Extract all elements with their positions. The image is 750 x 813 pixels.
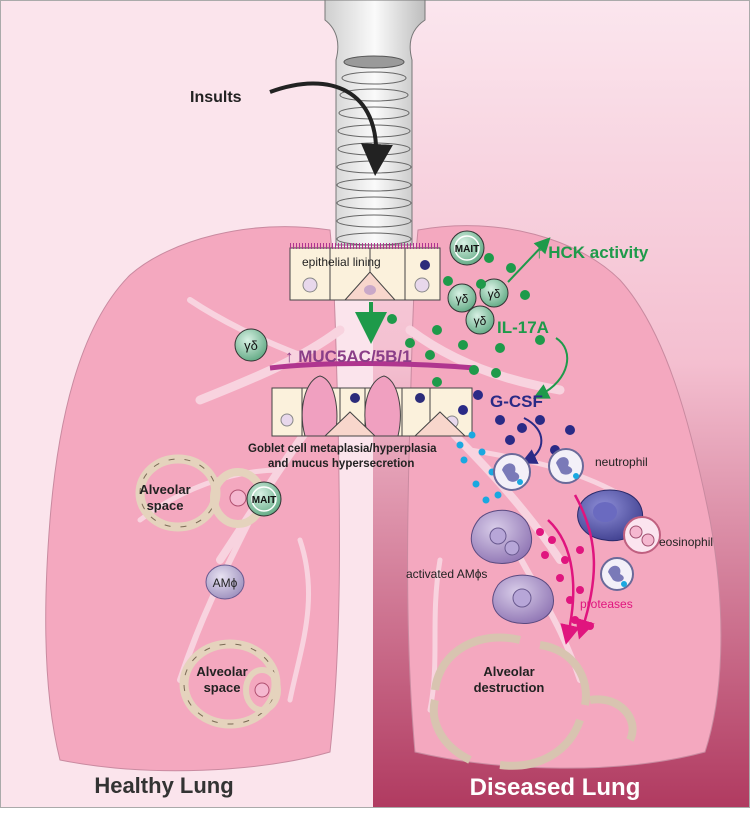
alveolar-space-b-label-1: Alveolar bbox=[196, 664, 247, 679]
proteases-label: proteases bbox=[580, 597, 633, 611]
gcsf-label: G-CSF bbox=[490, 392, 543, 411]
gamma-delta-cluster: γδ γδ γδ bbox=[447, 278, 509, 335]
neutrophil-label: neutrophil bbox=[595, 455, 648, 469]
diseased-lung-title: Diseased Lung bbox=[470, 774, 641, 801]
alveolar-space-a-label-2: space bbox=[147, 498, 184, 513]
mucus-layer bbox=[269, 361, 476, 371]
alveolar-macrophage: AMϕ bbox=[205, 564, 245, 600]
activated-macrophage-1 bbox=[470, 509, 533, 564]
svg-text:γδ: γδ bbox=[488, 287, 501, 301]
il17a-arrow bbox=[532, 337, 569, 399]
neutrophil-1 bbox=[493, 453, 531, 491]
eosinophil-label: eosinophil bbox=[659, 535, 713, 549]
goblet-label-line1: Goblet cell metaplasia/hyperplasia bbox=[248, 443, 437, 455]
alveolar-space-b bbox=[179, 639, 281, 729]
mait-cell-top: MAIT bbox=[449, 230, 485, 266]
left-lung bbox=[45, 226, 341, 772]
svg-text:AMϕ: AMϕ bbox=[213, 576, 238, 590]
trachea bbox=[324, 0, 426, 246]
svg-text:γδ: γδ bbox=[474, 314, 487, 328]
gamma-delta-cell-left: γδ bbox=[234, 328, 268, 362]
il17a-label: IL-17A bbox=[497, 318, 549, 337]
epithelial-lining bbox=[289, 243, 441, 301]
alveolar-destruction-label-1: Alveolar bbox=[483, 664, 534, 679]
insults-label: Insults bbox=[190, 89, 242, 106]
alveolar-destruction bbox=[429, 633, 637, 770]
svg-text:γδ: γδ bbox=[456, 292, 469, 306]
neutrophil-3 bbox=[600, 557, 634, 591]
protease-arrow-2 bbox=[573, 494, 596, 640]
cyan-dots bbox=[456, 431, 502, 504]
gcsf-arrow bbox=[520, 417, 543, 464]
right-lung bbox=[407, 225, 722, 769]
svg-text:γδ: γδ bbox=[244, 338, 258, 353]
healthy-lung-title: Healthy Lung bbox=[94, 773, 233, 798]
protease-arrow-1 bbox=[547, 519, 580, 645]
alveolar-space-b-label-2: space bbox=[204, 680, 241, 695]
goblet-label-line2: and mucus hypersecretion bbox=[268, 458, 414, 470]
alveolar-space-a bbox=[135, 454, 266, 532]
epithelial-lining-label: epithelial lining bbox=[302, 255, 381, 269]
il17a-dots bbox=[387, 253, 545, 387]
neutrophil-2 bbox=[548, 448, 584, 484]
svg-text:MAIT: MAIT bbox=[455, 244, 479, 255]
insults-arrow bbox=[269, 81, 393, 176]
muc5ac-label: ↑ MUC5AC/5B/1 bbox=[285, 347, 412, 366]
gcsf-dots bbox=[458, 390, 575, 455]
mait-cell-left: MAIT bbox=[246, 481, 282, 517]
alveolar-space-a-label-1: Alveolar bbox=[139, 482, 190, 497]
svg-text:MAIT: MAIT bbox=[252, 495, 276, 506]
alveolar-destruction-label-2: destruction bbox=[474, 680, 545, 695]
activated-am-label: activated AMϕs bbox=[406, 567, 487, 581]
hck-arrow bbox=[507, 237, 551, 283]
eosinophil-cell bbox=[623, 516, 661, 554]
activated-macrophage-2 bbox=[492, 574, 554, 624]
hck-label: ↑ HCK activity bbox=[535, 243, 649, 262]
goblet-epithelium bbox=[271, 375, 473, 437]
